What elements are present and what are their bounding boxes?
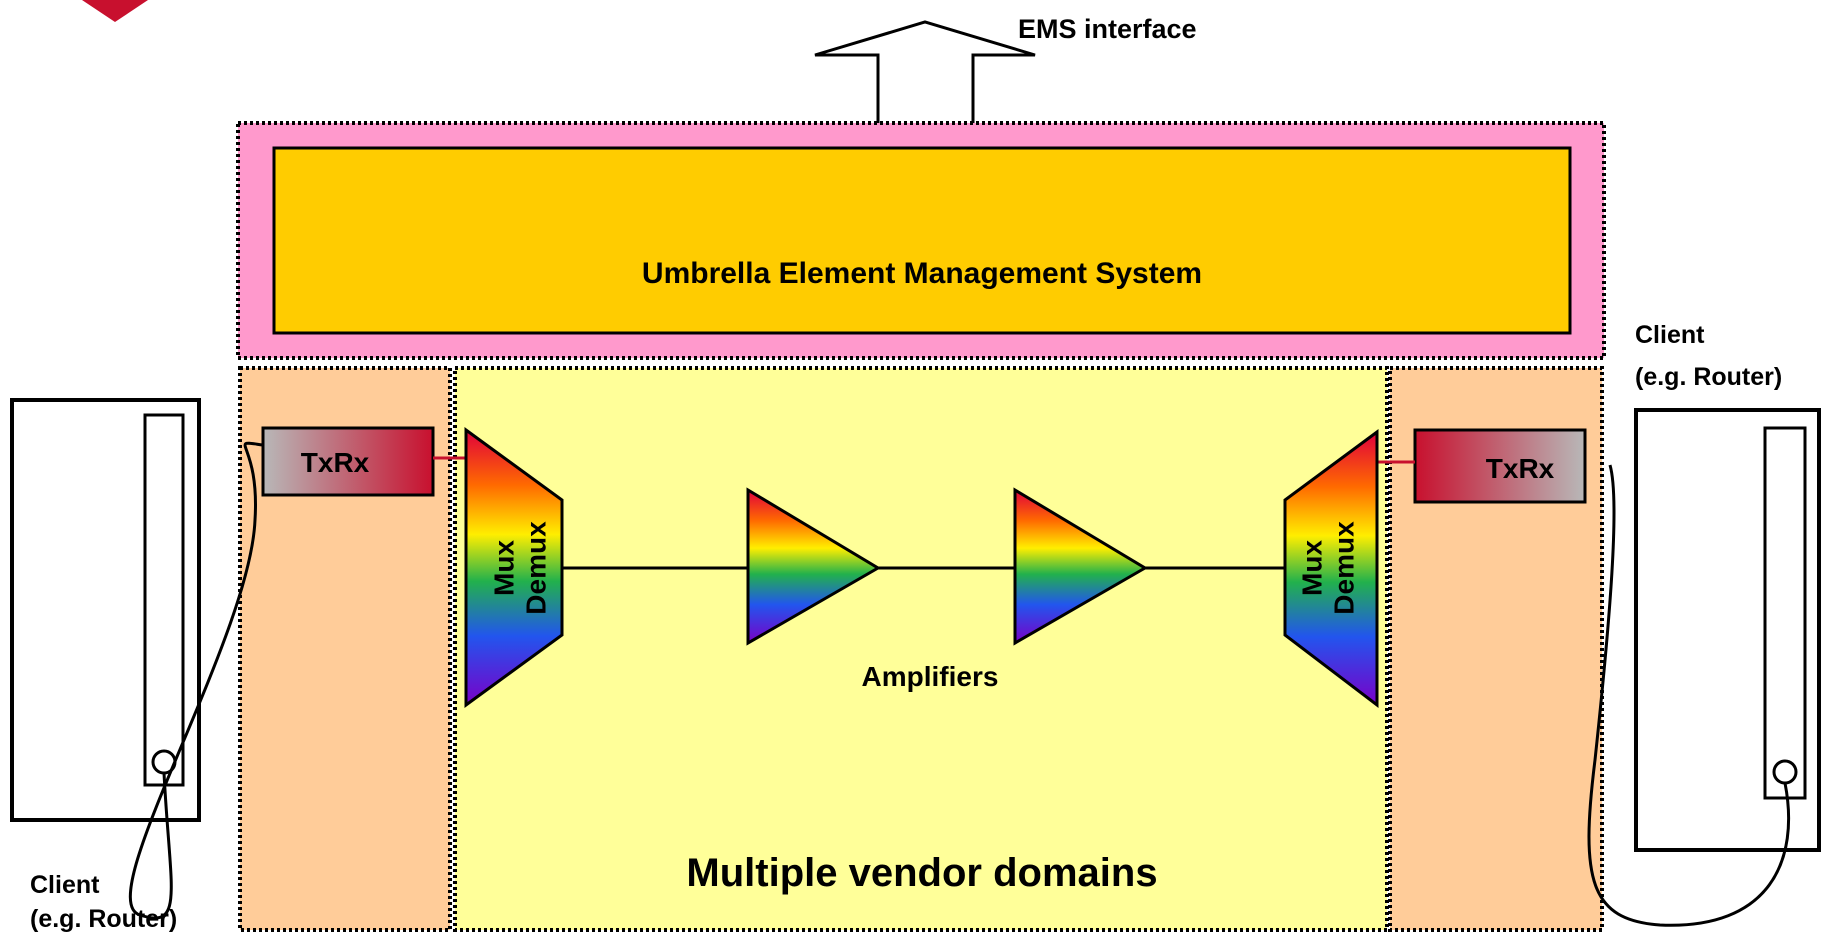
amplifier-1 [746, 487, 881, 646]
ems-interface-label: EMS interface [1018, 14, 1197, 44]
txrx-right-label: TxRx [1486, 453, 1555, 484]
client-left-label-2: (e.g. Router) [30, 905, 177, 933]
demux-left-label: Demux [520, 521, 551, 615]
mux-demux-right [1283, 429, 1379, 709]
client-right-label-1: Client [1635, 321, 1705, 349]
fiber-right [1587, 464, 1791, 927]
client-left-label-1: Client [30, 871, 100, 899]
umbrella-ems-box [272, 146, 1572, 335]
txrx-right [1413, 428, 1587, 504]
demux-right-label: Demux [1328, 521, 1359, 615]
txrx-left-label: TxRx [301, 447, 370, 478]
logo-mark [82, 0, 148, 22]
vendor-domains-label: Multiple vendor domains [686, 851, 1157, 895]
client-router-left-card [143, 413, 185, 787]
umbrella-ems-label: Umbrella Element Management System [642, 257, 1202, 290]
mux-left-label: Mux [488, 540, 519, 596]
amplifiers-label: Amplifiers [862, 661, 999, 692]
client-router-right-card [1763, 426, 1807, 800]
vendor-domain-center [453, 366, 1389, 932]
mux-right-label: Mux [1296, 540, 1327, 596]
mux-demux-left [464, 427, 564, 708]
client-right-label-2: (e.g. Router) [1635, 363, 1782, 391]
client-router-right-port [1772, 759, 1798, 785]
fiber-left [128, 441, 264, 920]
txrx-left [261, 426, 435, 497]
amplifier-2 [1013, 487, 1148, 646]
